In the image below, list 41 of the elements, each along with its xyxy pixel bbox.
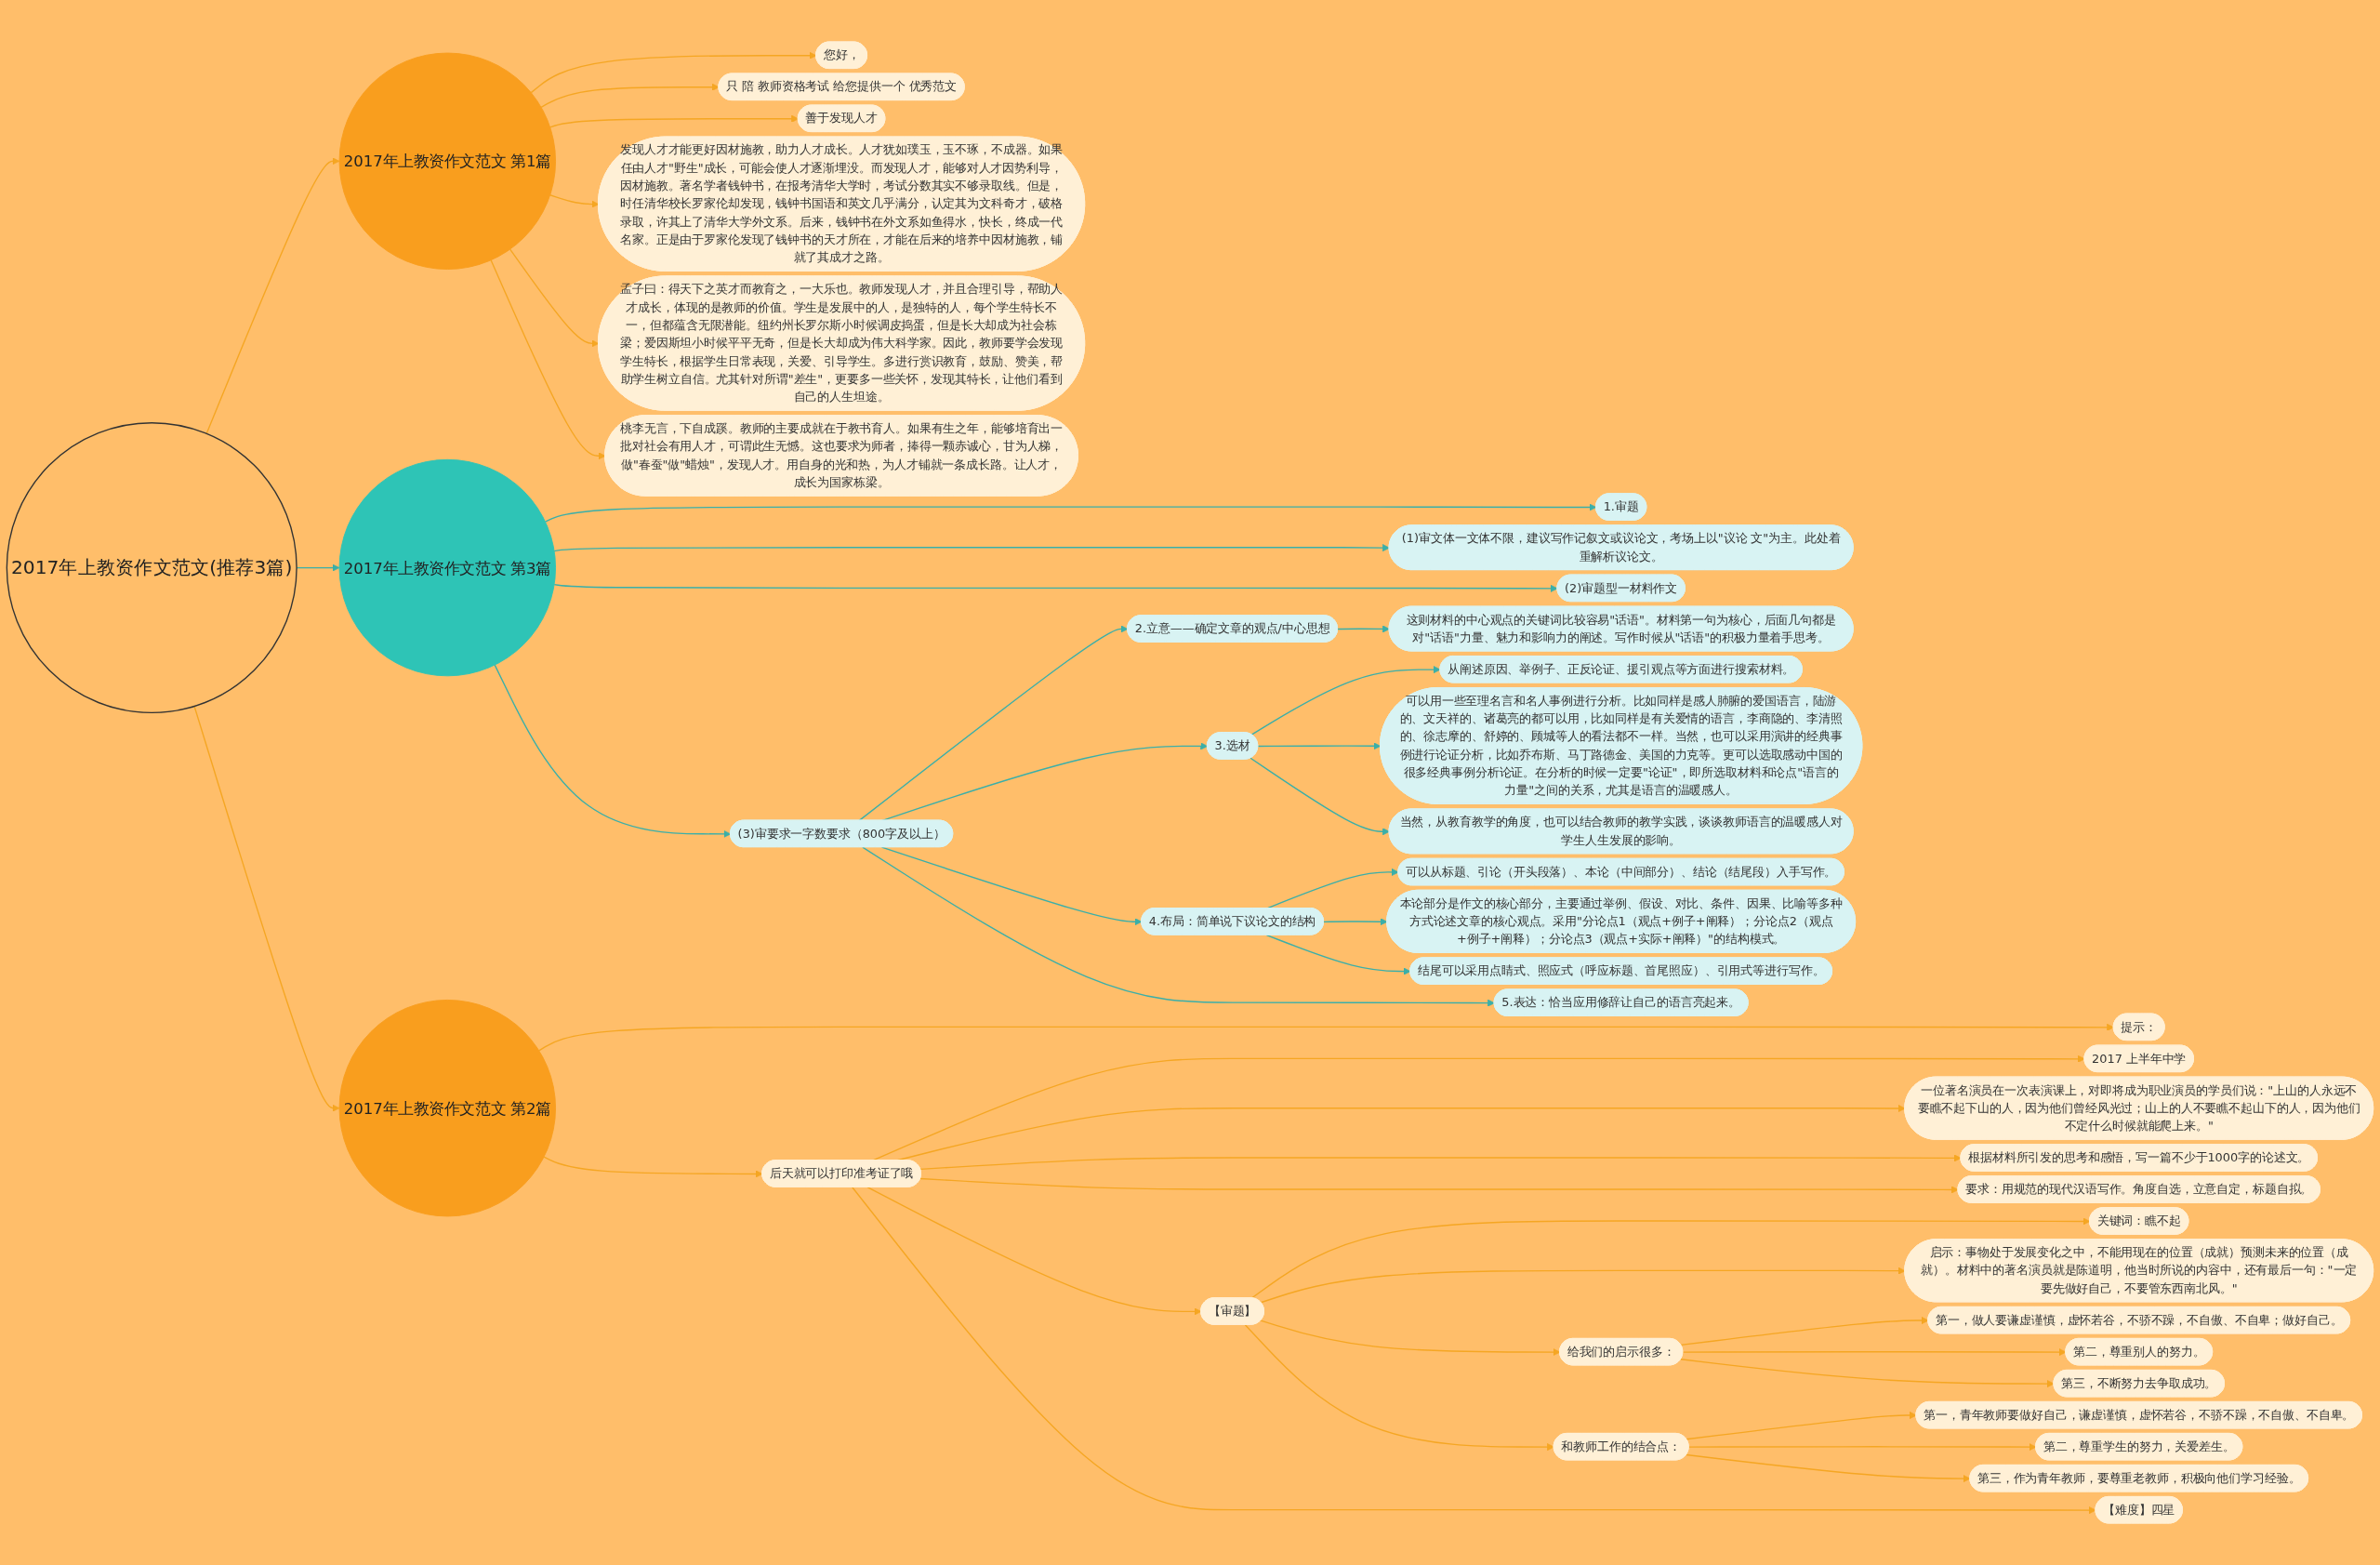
arrow (862, 846, 1495, 1007)
node-circle (6, 422, 298, 714)
arrow (866, 1187, 1202, 1316)
arrow (1260, 1267, 1906, 1304)
arrow (1250, 666, 1441, 736)
arrow (919, 1177, 1959, 1194)
arrow (1257, 742, 1382, 750)
arrow (1323, 918, 1388, 926)
arrow (1682, 1348, 2067, 1357)
arrow (919, 1154, 1962, 1171)
arrow (1686, 1411, 1917, 1440)
arrow (858, 625, 1129, 822)
arrow (1680, 1359, 2055, 1388)
arrow (543, 1156, 763, 1178)
arrow (1265, 934, 1411, 975)
arrow (205, 157, 340, 434)
arrow (538, 1023, 2115, 1052)
arrow (1244, 1324, 1554, 1452)
node-circle (338, 458, 556, 677)
arrow (1250, 757, 1390, 836)
arrow (1250, 1217, 2091, 1299)
arrow (852, 1187, 2096, 1515)
arrow (544, 503, 1597, 523)
arrow (1687, 1443, 2037, 1452)
node-circle (338, 52, 556, 270)
arrow (530, 51, 817, 94)
arrow (549, 114, 800, 128)
arrow (193, 705, 340, 1112)
node-circle (338, 999, 556, 1217)
arrow (509, 248, 600, 348)
arrow (1686, 1453, 1971, 1483)
arrow (1260, 1320, 1561, 1357)
arrow (880, 846, 1143, 926)
arrow (494, 664, 732, 838)
arrow (553, 544, 1390, 552)
arrow (1337, 625, 1390, 633)
arrow (540, 83, 720, 109)
arrow (490, 259, 606, 460)
arrow (1680, 1316, 1929, 1346)
arrow (553, 583, 1558, 592)
arrow (549, 194, 600, 208)
